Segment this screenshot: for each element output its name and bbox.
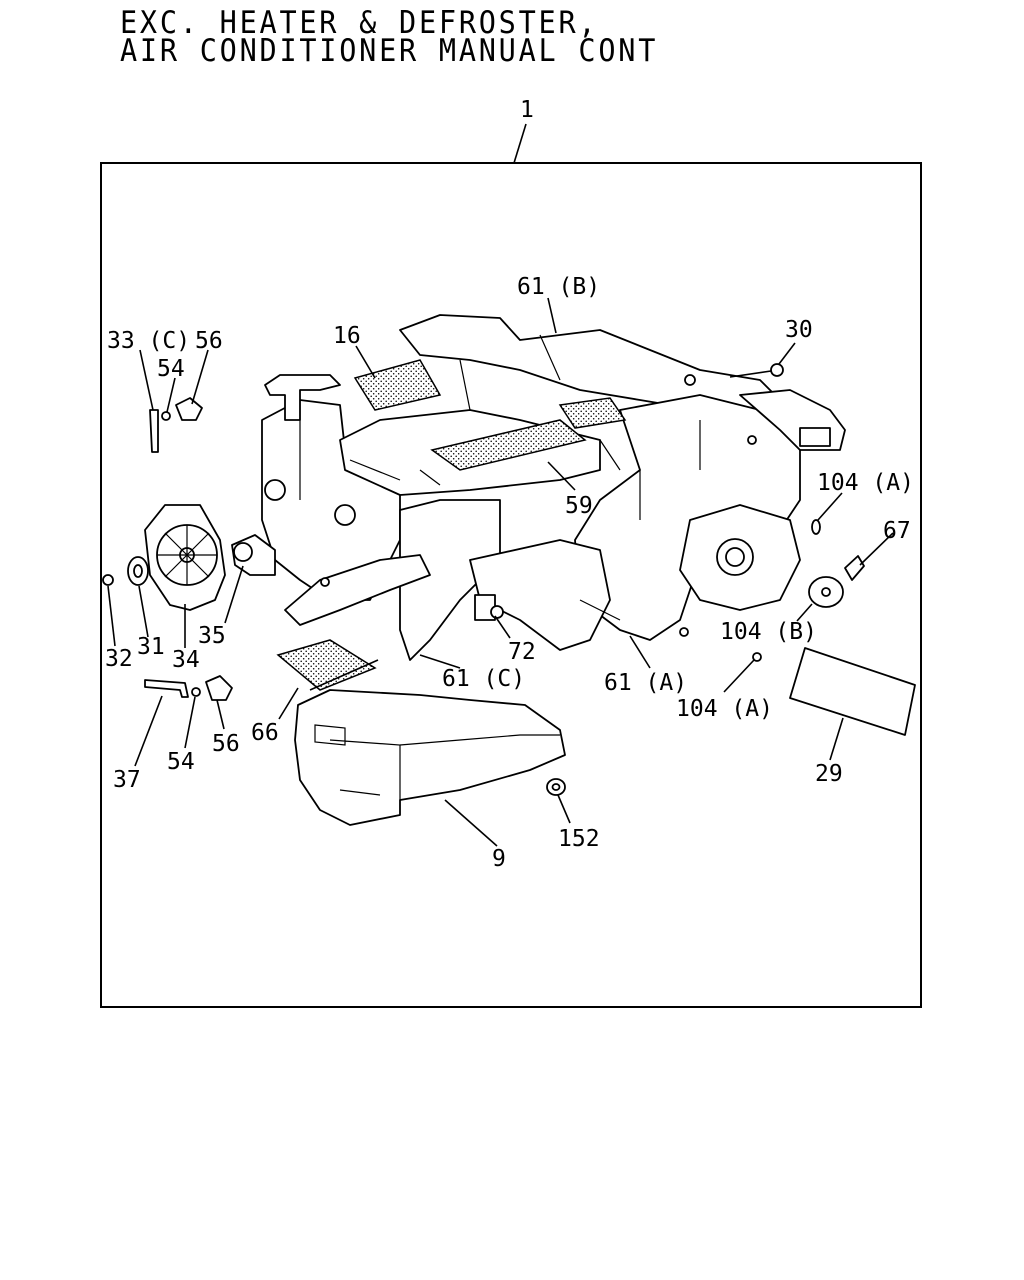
fan-31: [127, 556, 149, 586]
evaporator-insert: [558, 397, 627, 429]
lever-56-lower: [205, 675, 233, 701]
callout-56-upper: 56: [195, 328, 223, 354]
callout-104b: 104 (B): [720, 619, 817, 645]
callout-59: 59: [565, 493, 593, 519]
lower-case-9: [294, 689, 566, 826]
motor-cap-104b: [808, 576, 844, 608]
callout-31: 31: [137, 634, 165, 660]
link-33c: [149, 409, 159, 453]
lever-56-upper: [175, 397, 203, 421]
assembly-leader: [513, 123, 527, 164]
resistor-35: [231, 534, 276, 576]
bushing-104a-upper: [811, 519, 821, 535]
callout-54-lower: 54: [167, 749, 195, 775]
evaporator-59: [430, 419, 587, 471]
diagram-title-line-2: AIR CONDITIONER MANUAL CONT: [120, 33, 659, 69]
callout-61b: 61 (B): [517, 274, 600, 300]
heater-unit-housing: [261, 314, 846, 661]
diagram-title-line-1: EXC. HEATER & DEFROSTER,: [120, 5, 599, 41]
link-37: [144, 679, 189, 698]
callout-54-upper: 54: [157, 356, 185, 382]
nut-152: [546, 778, 566, 796]
leader-lines: [107, 297, 894, 847]
callout-72: 72: [508, 639, 536, 665]
callout-29: 29: [815, 761, 843, 787]
nut-32: [102, 574, 114, 586]
screw-30: [729, 363, 784, 378]
filter-16: [353, 359, 442, 411]
callout-35: 35: [198, 623, 226, 649]
clip-54-upper: [161, 411, 171, 421]
callout-67: 67: [883, 518, 911, 544]
callout-37: 37: [113, 767, 141, 793]
callout-9: 9: [492, 846, 506, 872]
callout-32: 32: [105, 646, 133, 672]
callout-33c: 33 (C): [107, 328, 190, 354]
filter-66: [276, 639, 377, 691]
clip-54-lower: [191, 687, 201, 697]
callout-66: 66: [251, 720, 279, 746]
callout-104a-lower: 104 (A): [676, 696, 773, 722]
callout-61c: 61 (C): [442, 666, 525, 692]
callout-56-lower: 56: [212, 731, 240, 757]
label-29: [789, 647, 916, 736]
callout-61a: 61 (A): [604, 670, 687, 696]
callout-34: 34: [172, 647, 200, 673]
clip-67: [844, 555, 865, 581]
callout-16: 16: [333, 323, 361, 349]
assembly-number: 1: [520, 97, 534, 123]
diagram-frame: [100, 162, 922, 1008]
callout-152: 152: [558, 826, 600, 852]
blower-motor-34: [144, 504, 226, 611]
bushing-104a-lower: [752, 652, 762, 662]
callout-30: 30: [785, 317, 813, 343]
callout-104a-upper: 104 (A): [817, 470, 914, 496]
